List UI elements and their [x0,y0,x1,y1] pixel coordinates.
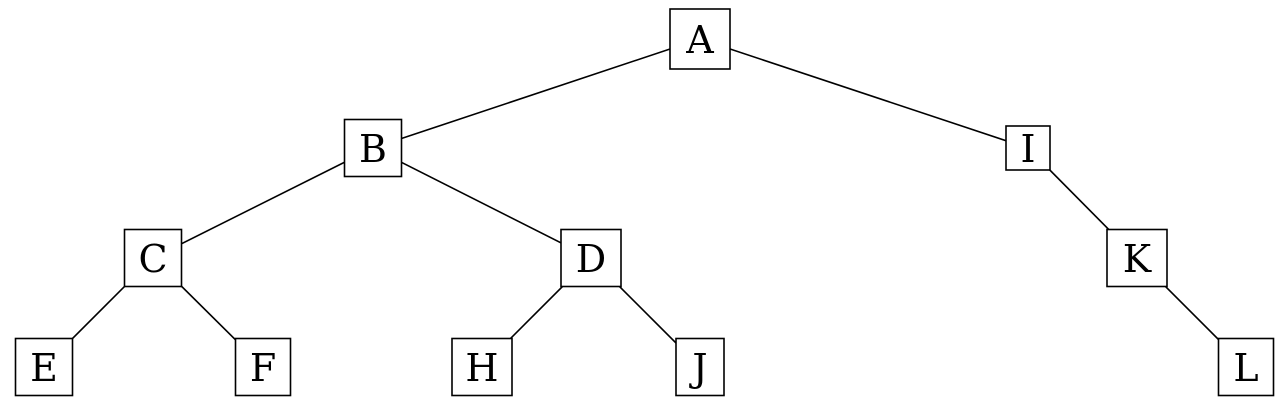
node-label: B [359,127,387,171]
tree-node-f: F [234,337,292,397]
node-label: L [1233,346,1258,390]
tree-node-b: B [343,118,403,178]
node-label: C [138,237,167,281]
tree-node-h: H [451,337,513,397]
tree-node-j: J [675,337,725,397]
node-label: K [1123,237,1152,281]
node-label: J [688,346,707,390]
node-label: H [465,346,498,390]
edges-layer [43,38,1247,368]
tree-node-c: C [123,228,183,288]
node-label: D [576,237,606,281]
nodes-layer: A B C D E F H J I K L [14,8,1275,397]
edge-b-d [372,147,592,259]
edge-a-i [699,38,1029,149]
node-box [1217,337,1275,397]
node-box [560,228,622,288]
node-label: I [1020,127,1035,171]
node-label: A [685,18,714,62]
node-box [1005,125,1051,171]
tree-node-a: A [669,8,731,70]
edge-a-b [372,38,701,149]
node-box [343,118,403,178]
node-box [1106,228,1168,288]
node-label: E [30,346,58,390]
tree-node-d: D [560,228,622,288]
node-label: F [250,346,276,390]
node-box [234,337,292,397]
edge-b-c [152,147,374,259]
node-box [669,8,731,70]
tree-node-l: L [1217,337,1275,397]
tree-node-k: K [1106,228,1168,288]
node-box [14,337,74,397]
tree-node-e: E [14,337,74,397]
node-box [675,337,725,397]
node-box [451,337,513,397]
node-box [123,228,183,288]
tree-node-i: I [1005,125,1051,171]
